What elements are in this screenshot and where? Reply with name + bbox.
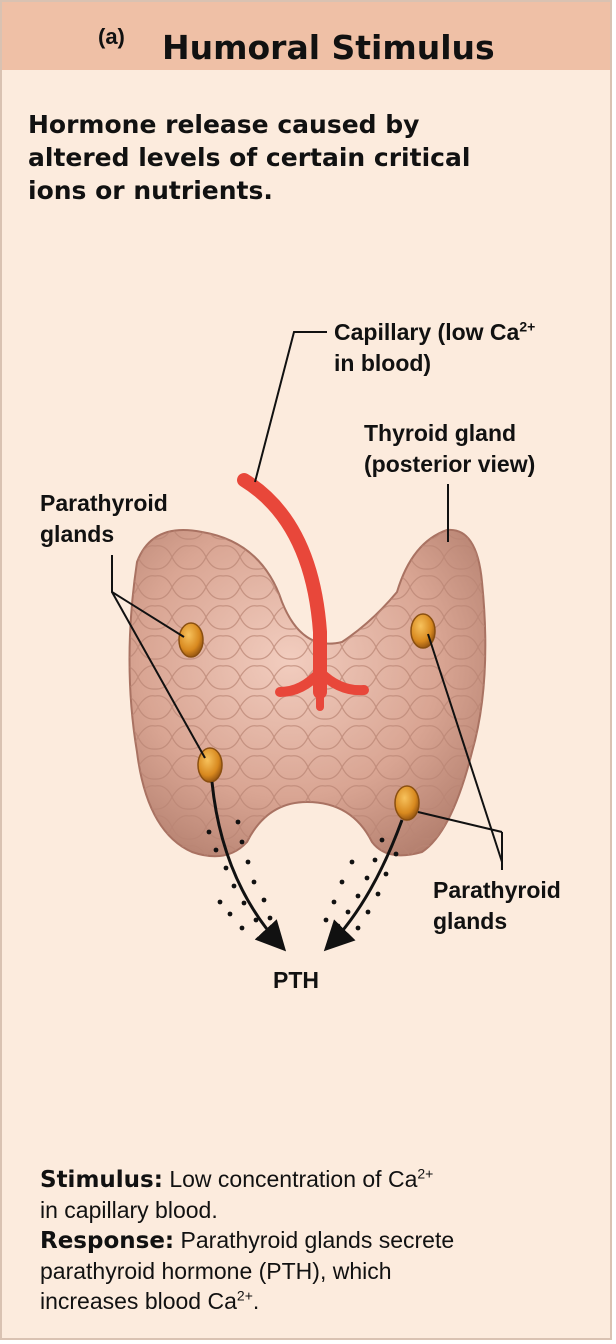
panel-title: Humoral Stimulus [162, 28, 495, 67]
stimulus-sup: 2+ [417, 1165, 434, 1182]
pth-dots-right [323, 837, 399, 931]
panel-header: (a) Humoral Stimulus [2, 2, 610, 70]
response-sup: 2+ [236, 1287, 253, 1304]
response-line-2: parathyroid hormone (PTH), which [40, 1258, 392, 1284]
footer-text: Stimulus: Low concentration of Ca2+ in c… [40, 1164, 600, 1316]
intro-line-3: ions or nutrients. [28, 176, 273, 205]
stimulus-key: Stimulus: [40, 1167, 163, 1193]
intro-line-1: Hormone release caused by [28, 110, 420, 139]
parathyroid-left-label-line-2: glands [40, 521, 115, 547]
pth-dots-left [206, 819, 273, 931]
parathyroid-upper-left [178, 622, 204, 658]
intro-text: Hormone release caused by altered levels… [28, 108, 588, 207]
response-key: Response: [40, 1228, 175, 1254]
response-line-3: increases blood Ca2+. [40, 1286, 600, 1316]
response-line-3-text: increases blood Ca [40, 1288, 237, 1314]
thyroid-label-line-2: (posterior view) [364, 451, 536, 477]
stimulus-text: Low concentration of Ca [162, 1166, 418, 1192]
capillary-label-line-2: in blood) [334, 350, 432, 376]
stimulus-line-1: Stimulus: Low concentration of Ca2+ [40, 1164, 600, 1195]
parathyroid-right-label-line-1: Parathyroid [433, 877, 561, 903]
parathyroid-right-leader-lower [417, 811, 503, 833]
capillary-label: Capillary (low Ca2+ in blood) [334, 317, 535, 379]
capillary-label-sup: 2+ [519, 318, 536, 335]
parathyroid-right-label: Parathyroid glands [433, 875, 561, 937]
pth-arrows [206, 781, 404, 952]
parathyroid-right-leader-upper [427, 633, 503, 863]
parathyroid-left-leader-lower [111, 591, 206, 759]
thyroid-label-line-1: Thyroid gland [364, 420, 517, 446]
thyroid-diagram [111, 331, 503, 952]
capillary [237, 473, 369, 711]
response-text: Parathyroid glands secrete [174, 1227, 455, 1253]
stimulus-line-2: in capillary blood. [40, 1197, 218, 1223]
response-end: . [252, 1288, 260, 1314]
capillary-label-line-1: Capillary (low Ca [334, 319, 520, 345]
parathyroid-left-label: Parathyroid glands [40, 488, 168, 550]
response-line-1: Response: Parathyroid glands secrete [40, 1225, 600, 1256]
parathyroid-lower-right [394, 785, 420, 821]
pth-label: PTH [273, 967, 319, 993]
intro-line-2: altered levels of certain critical [28, 143, 471, 172]
panel-letter: (a) [98, 24, 125, 49]
thyroid-label: Thyroid gland (posterior view) [364, 418, 535, 480]
parathyroid-left-label-line-1: Parathyroid [40, 490, 168, 516]
capillary-leader-line [254, 331, 327, 483]
leader-lines [111, 331, 503, 870]
parathyroid-right-label-line-2: glands [433, 908, 508, 934]
